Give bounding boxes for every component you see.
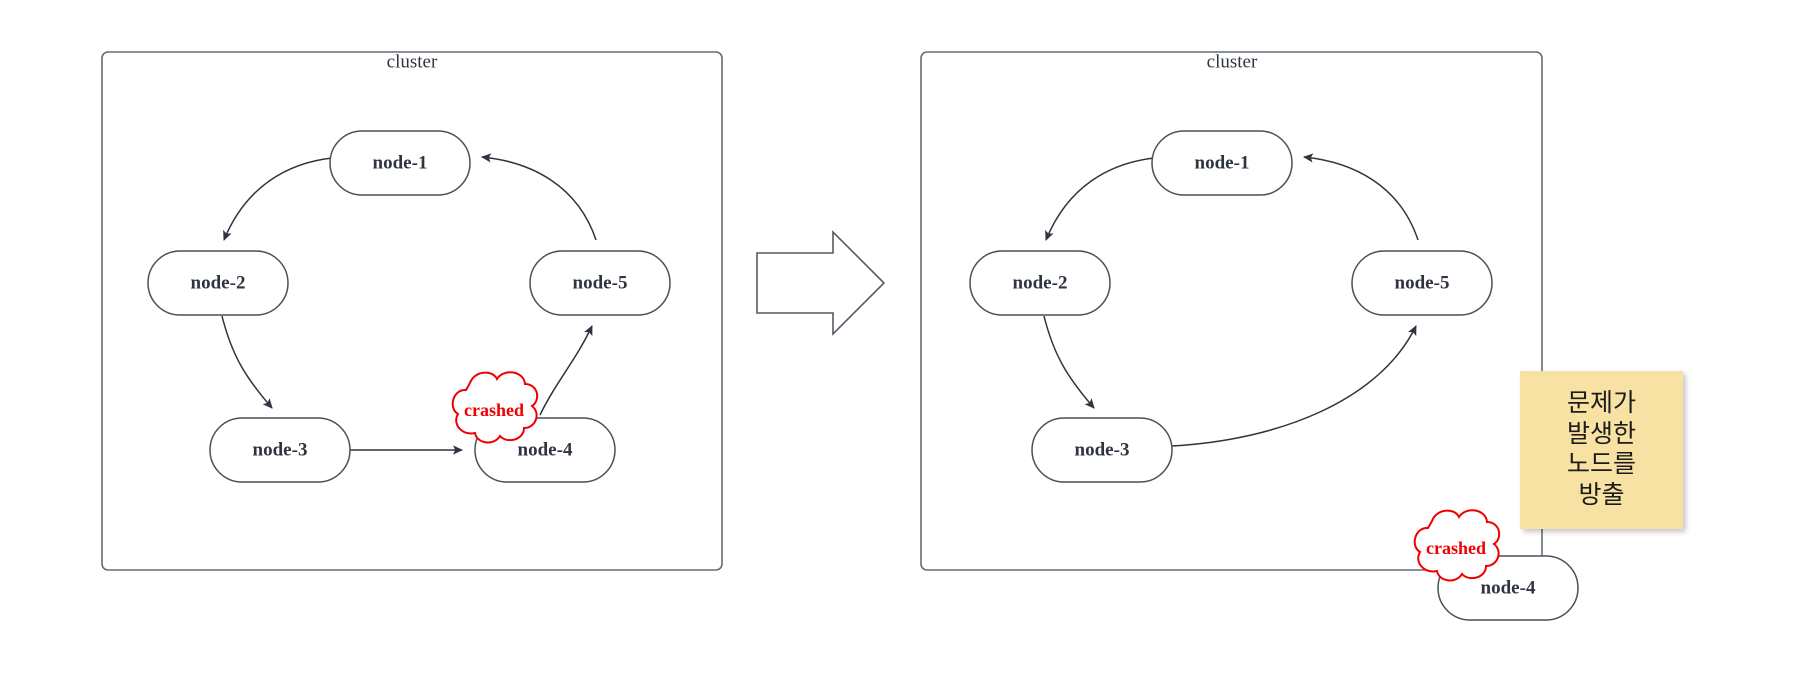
- panel-before: cluster node-1 node-2 node-3 nod: [101, 51, 723, 571]
- node-label: node-4: [518, 439, 573, 460]
- node-node-2-after[interactable]: node-2: [969, 250, 1111, 316]
- node-node-1-before[interactable]: node-1: [329, 130, 471, 196]
- edge-node5-to-node1: [481, 153, 597, 241]
- sticky-note[interactable]: 문제가 발생한 노드를 방출: [1520, 371, 1683, 529]
- node-label: node-3: [1075, 439, 1130, 460]
- node-node-5-before[interactable]: node-5: [529, 250, 671, 316]
- node-label: node-5: [1395, 272, 1450, 293]
- edge-node1-to-node2-after: [1045, 157, 1155, 241]
- node-node-3-before[interactable]: node-3: [209, 417, 351, 483]
- crashed-label: crashed: [464, 400, 524, 420]
- node-node-2-before[interactable]: node-2: [147, 250, 289, 316]
- node-label: node-5: [573, 272, 628, 293]
- edge-node2-to-node3: [221, 315, 273, 409]
- edge-node3-to-node5-after: [1171, 325, 1417, 447]
- node-label: node-2: [191, 272, 246, 293]
- node-label: node-1: [373, 152, 428, 173]
- node-label: node-1: [1195, 152, 1250, 173]
- crashed-label: crashed: [1426, 538, 1486, 558]
- node-node-1-after[interactable]: node-1: [1151, 130, 1293, 196]
- node-node-3-after[interactable]: node-3: [1031, 417, 1173, 483]
- edge-node2-to-node3-after: [1043, 315, 1095, 409]
- cluster-label-after: cluster: [1207, 51, 1258, 72]
- node-node-5-after[interactable]: node-5: [1351, 250, 1493, 316]
- crashed-cloud-after: crashed: [1413, 509, 1501, 582]
- crashed-cloud-before: crashed: [451, 371, 539, 444]
- sticky-note-text: 문제가 발생한 노드를 방출: [1566, 390, 1636, 509]
- edge-node1-to-node2: [223, 157, 333, 241]
- edge-node4-to-node5: [539, 325, 593, 416]
- edge-node5-to-node1-after: [1303, 153, 1419, 241]
- node-label: node-3: [253, 439, 308, 460]
- transition-arrow: [756, 230, 886, 336]
- node-label: node-2: [1013, 272, 1068, 293]
- panel-after: cluster node-1 node-2 node-3 node-5: [920, 51, 1579, 621]
- node-label: node-4: [1481, 577, 1536, 598]
- cluster-label-before: cluster: [387, 51, 438, 72]
